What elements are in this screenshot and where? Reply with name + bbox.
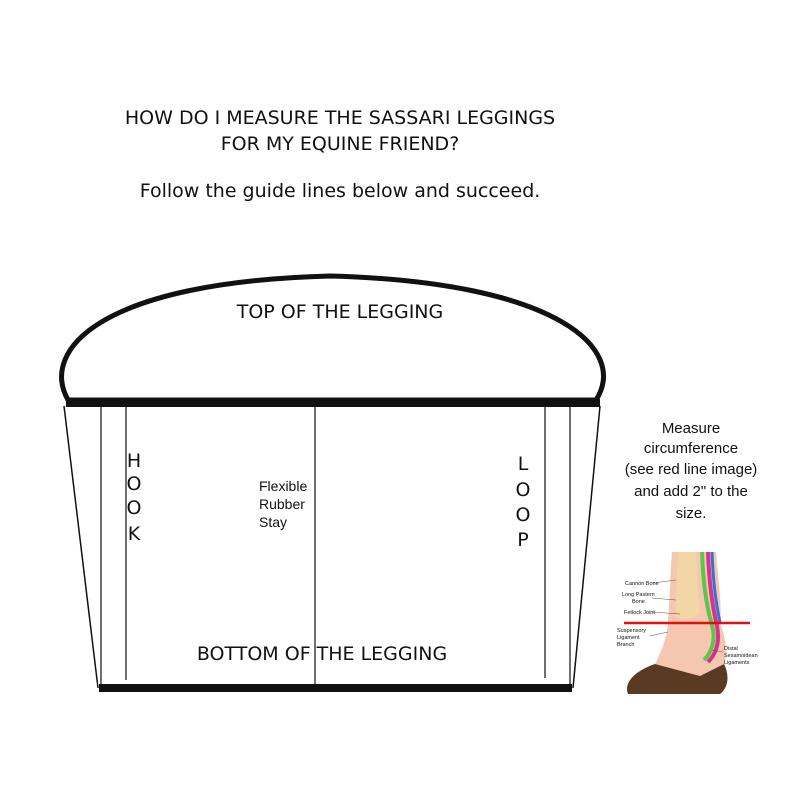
legging-diagram: TOP OF THE LEGGING BOTTOM OF THE LEGGING… [59,273,606,692]
loop-letter: L [518,453,529,475]
leader-line [651,611,681,615]
ligament-blue [710,551,722,623]
heading-line1: HOW DO I MEASURE THE SASSARI LEGGINGS [125,107,555,129]
hook-letter: H [127,450,141,472]
instruction-line: and add 2" to the [634,483,748,500]
suspensory-label: Suspensory [617,628,646,634]
leader-line [711,649,724,653]
stay-label-line: Flexible [259,478,307,494]
leader-line [651,597,677,601]
hoof-shape [627,664,728,694]
hook-letter: K [128,523,141,545]
distal-label: Ligaments [724,660,750,666]
loop-letter: P [517,529,528,551]
loop-letter: O [516,479,531,501]
hook-letter: O [127,473,142,495]
stay-label-line: Rubber [259,496,305,512]
long-pastern-label: Bone [632,599,645,605]
instruction-line: Measure [662,420,720,437]
legging-right-edge [572,405,601,689]
top-of-legging-label: TOP OF THE LEGGING [236,301,444,323]
bottom-of-legging-label: BOTTOM OF THE LEGGING [197,643,447,665]
hook-letter: O [127,497,142,519]
stay-label-line: Stay [259,514,287,530]
heading-line2: FOR MY EQUINE FRIEND? [221,133,460,155]
loop-letter: O [516,504,531,526]
instruction-line: circumference [644,440,738,457]
suspensory-label: Ligament [617,635,640,641]
measure-instruction: Measure circumference (see red line imag… [625,420,758,522]
instruction-line: (see red line image) [625,461,758,478]
suspensory-label: Branch [617,642,634,648]
heading-subline: Follow the guide lines below and succeed… [140,180,541,202]
leader-line [652,579,677,584]
leader-line [649,631,669,637]
distal-label: Distal [724,646,738,652]
distal-label: Sesamoidean [724,653,758,659]
legging-left-edge [63,405,99,689]
cannon-bone-label: Cannon Bone [625,581,659,587]
ligament-green [700,551,716,662]
fetlock-joint-label: Fetlock Joint [624,610,655,616]
horse-leg-illustration: Cannon Bone Long Pastern Bone Fetlock Jo… [617,551,758,694]
legging-top-dome [59,273,606,403]
long-pastern-label: Long Pastern [622,592,655,598]
cannon-bone-shape [676,552,700,620]
ligament-pink [706,551,720,664]
instruction-line: size. [676,505,707,522]
